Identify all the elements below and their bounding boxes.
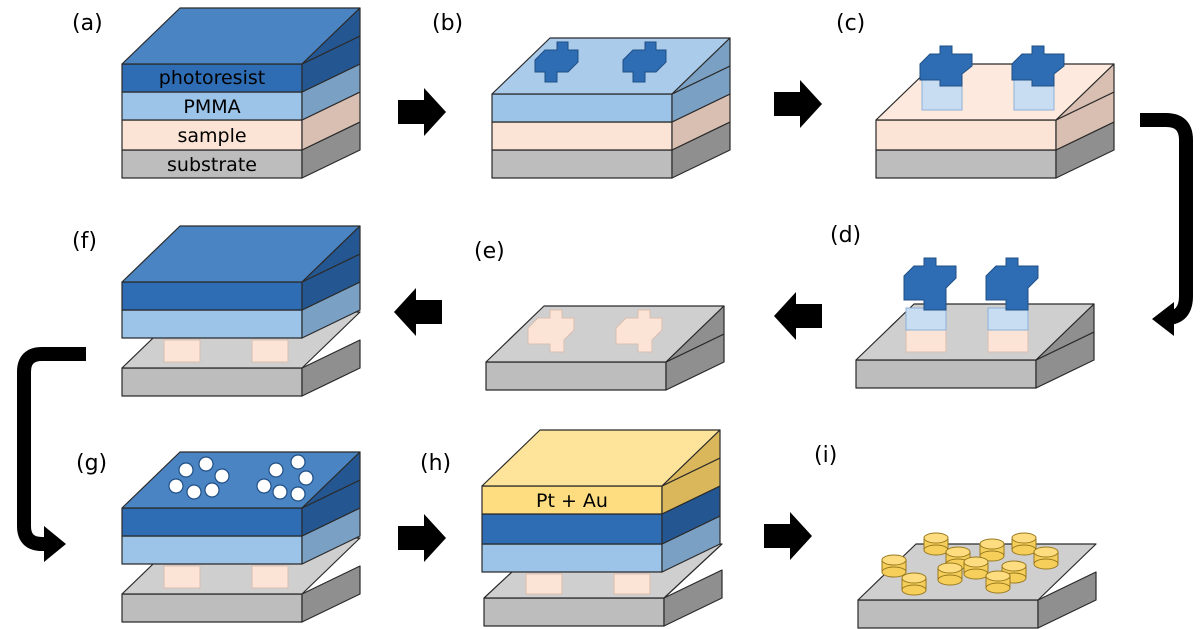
panel-label-d: (d) (830, 223, 861, 248)
panel-d: (d) (830, 223, 1095, 389)
panel-h: Pt + Au (h) (420, 429, 723, 627)
pillar-stack (919, 45, 1065, 111)
panel-f: (f) (72, 225, 361, 397)
panel-i: (i) (814, 443, 1097, 629)
panel-label-g: (g) (76, 451, 107, 476)
panel-g: (g) (76, 451, 361, 623)
bent-arrow-icon (17, 347, 86, 562)
panel-c: (c) (836, 11, 1115, 179)
panel-label-e: (e) (474, 239, 505, 264)
left-arrow-icon (394, 288, 442, 336)
sample-pattern (527, 309, 663, 353)
right-arrow-icon (774, 80, 822, 128)
photoresist-label: photoresist (159, 67, 265, 89)
pillar-stack (903, 257, 1039, 353)
right-arrow-icon (764, 512, 812, 560)
bent-arrow-icon (1140, 113, 1193, 336)
metal-disk-array (881, 532, 1059, 596)
right-arrow-icon (398, 88, 446, 136)
left-arrow-icon (774, 292, 822, 340)
panel-label-f: (f) (72, 229, 97, 254)
panel-b: (b) (432, 11, 731, 179)
panel-label-c: (c) (836, 11, 865, 36)
panel-e: (e) (474, 239, 725, 391)
panel-a: photoresist PMMA sample substrate (a) (72, 7, 361, 179)
pmma-label: PMMA (183, 96, 240, 118)
panel-label-h: (h) (420, 451, 451, 476)
hole-pattern (168, 454, 314, 502)
sample-label: sample (177, 125, 246, 147)
right-arrow-icon (398, 514, 446, 562)
photoresist-pattern (534, 41, 667, 83)
panel-label-b: (b) (432, 11, 463, 36)
metal-label: Pt + Au (536, 490, 608, 512)
panel-label-a: (a) (72, 11, 103, 36)
substrate-label: substrate (167, 154, 257, 176)
panel-label-i: (i) (814, 443, 837, 468)
